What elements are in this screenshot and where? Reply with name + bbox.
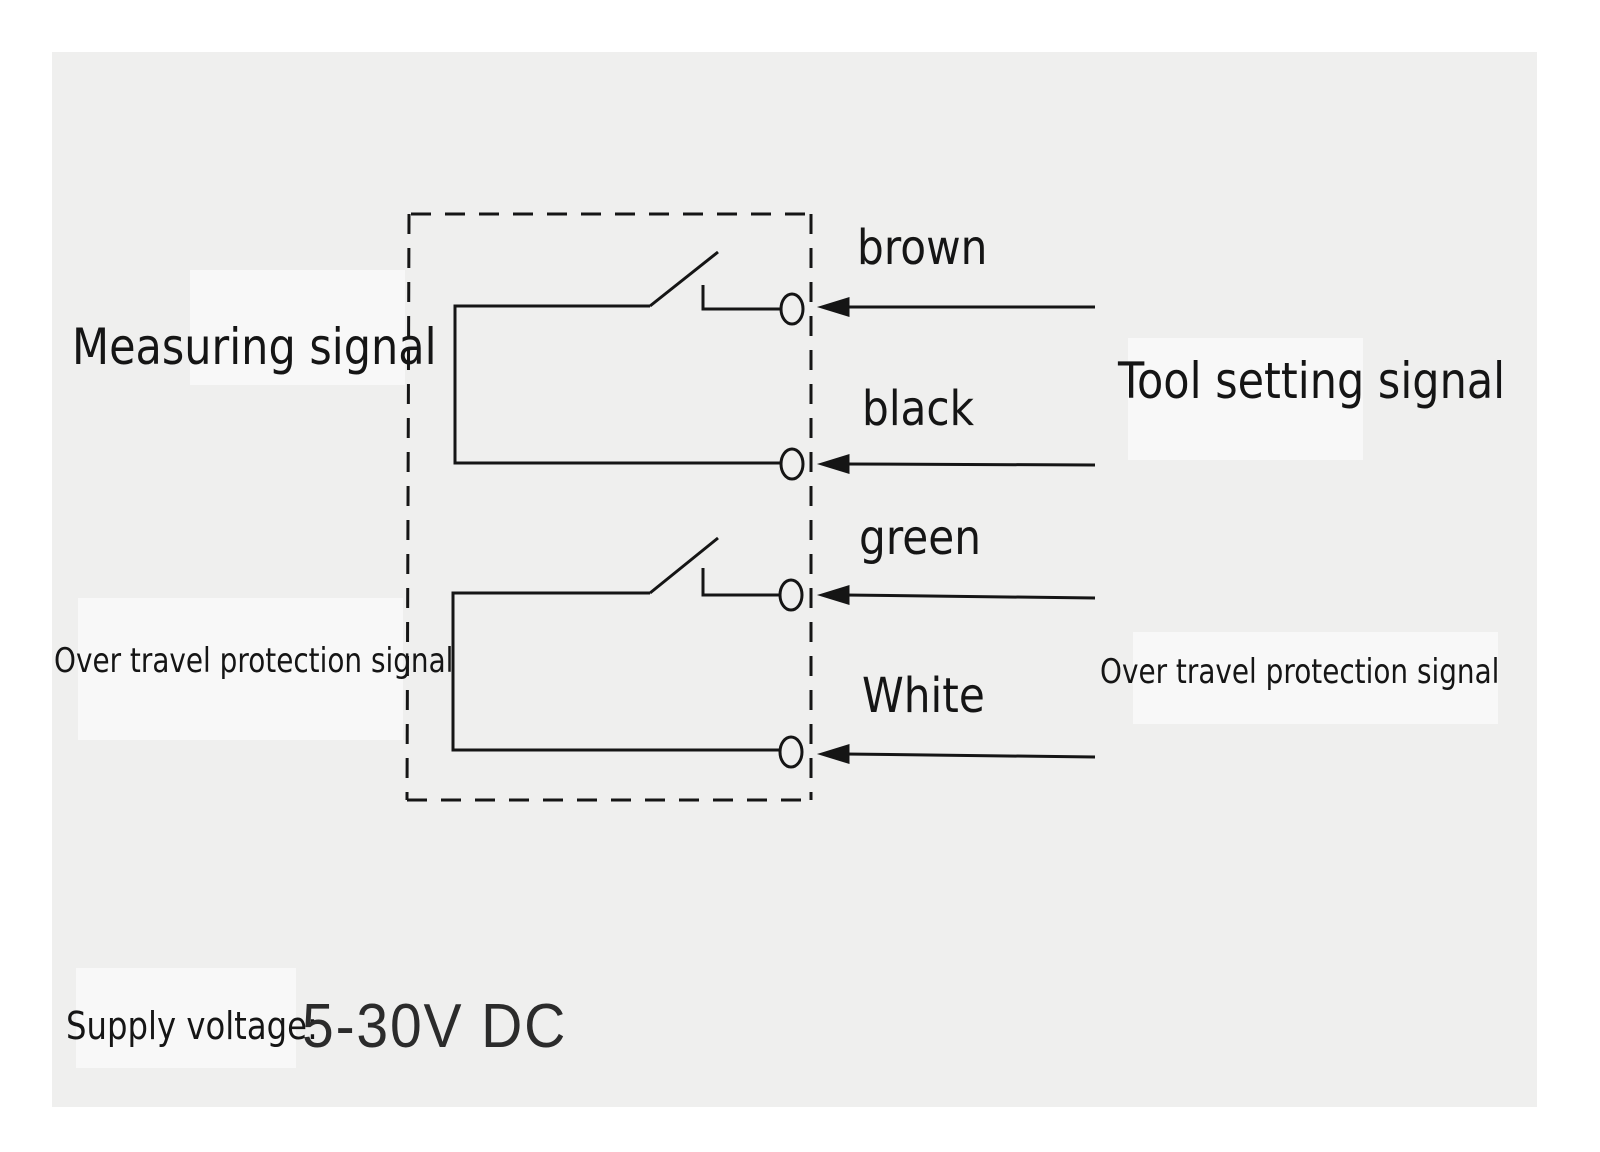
left-over-travel-label-backing (78, 598, 403, 740)
measuring-signal-label: Measuring signal (72, 318, 437, 376)
right-over-travel-label-backing (1133, 632, 1498, 724)
wire-label-green: green (859, 510, 982, 566)
terminals (778, 292, 805, 769)
terminal-black (779, 447, 805, 481)
arrowhead-white (816, 743, 850, 765)
incoming-wires (816, 296, 1096, 765)
supply-voltage-value: 5-30V DC (302, 992, 568, 1061)
terminal-white (778, 735, 804, 769)
arrowhead-brown (816, 296, 850, 318)
measuring-label-backing (190, 270, 405, 385)
over-travel-switch-circuit (451, 536, 780, 752)
wire-label-black: black (862, 381, 975, 437)
measuring-switch-circuit (453, 250, 780, 465)
arrowhead-black (816, 453, 850, 475)
tool-setting-signal-label: Tool setting signal (1118, 352, 1506, 410)
tool-setting-label-backing (1128, 338, 1363, 460)
supply-voltage-label: Supply voltage: (66, 1004, 318, 1048)
terminal-green (778, 578, 804, 612)
wire-white (844, 752, 1096, 759)
wire-label-brown: brown (857, 220, 988, 276)
terminal-brown (779, 292, 805, 326)
wire-green (844, 593, 1096, 600)
supply-label-backing (76, 968, 296, 1068)
enclosure-dashed-box (405, 212, 813, 802)
arrowhead-green (816, 584, 850, 606)
right-over-travel-label: Over travel protection signal (1100, 652, 1500, 692)
wire-black (844, 462, 1096, 467)
wire-label-white: White (862, 668, 985, 724)
left-over-travel-label: Over travel protection signal (54, 641, 454, 681)
